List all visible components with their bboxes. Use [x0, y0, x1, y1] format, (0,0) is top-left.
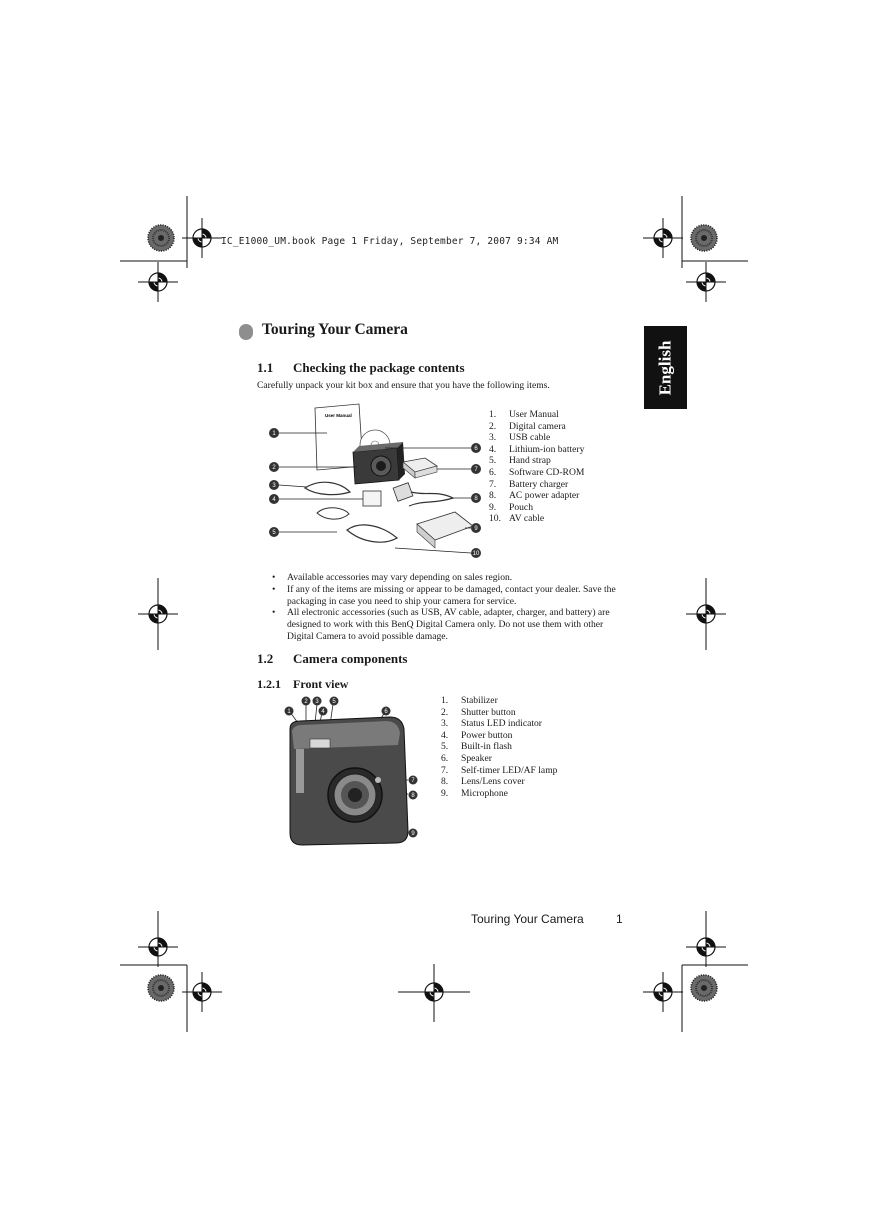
svg-text:7: 7	[411, 778, 415, 784]
list-item: 7.Self-timer LED/AF lamp	[441, 764, 558, 776]
list-item: 8.Lens/Lens cover	[441, 776, 525, 788]
svg-text:9: 9	[474, 526, 478, 532]
file-header: IC_E1000_UM.book Page 1 Friday, Septembe…	[221, 236, 559, 247]
svg-text:6: 6	[384, 709, 388, 715]
ac-adapter-image	[392, 482, 455, 507]
chapter-title: Touring Your Camera	[262, 321, 408, 338]
svg-text:1: 1	[287, 709, 291, 715]
list-item: 8.AC power adapter	[489, 490, 580, 502]
list-item: 1.User Manual	[489, 409, 559, 420]
svg-text:10: 10	[473, 551, 480, 557]
av-cable-image	[346, 524, 399, 543]
svg-text:5: 5	[332, 699, 336, 705]
list-item: 4.Lithium-ion battery	[489, 443, 585, 455]
note-item: All electronic accessories (such as USB,…	[270, 607, 632, 642]
svg-text:2: 2	[304, 699, 308, 705]
list-item: 2.Digital camera	[489, 420, 566, 432]
svg-text:2: 2	[272, 465, 276, 471]
list-item: 6.Software CD-ROM	[489, 466, 585, 478]
list-item: 3.USB cable	[489, 432, 551, 444]
svg-text:3: 3	[272, 483, 276, 489]
chapter-bullet-icon	[239, 324, 253, 340]
manual-cover-text: User Manual	[325, 413, 352, 418]
svg-text:1: 1	[272, 431, 276, 437]
package-contents-list: 1.User Manual 2.Digital camera 3.USB cab…	[489, 409, 584, 525]
svg-text:3: 3	[315, 699, 319, 705]
list-item: 7.Battery charger	[489, 478, 569, 490]
svg-text:8: 8	[411, 793, 415, 799]
list-item: 9.Microphone	[441, 787, 508, 799]
pouch-image	[416, 511, 474, 549]
note-item: If any of the items are missing or appea…	[270, 584, 632, 608]
language-tab-label: English	[655, 340, 675, 395]
battery-charger-image	[402, 457, 438, 479]
package-contents-illustration: User Manual	[269, 403, 481, 558]
camera-front-image	[289, 716, 409, 846]
note-item: Available accessories may vary depending…	[270, 572, 632, 584]
svg-text:4: 4	[321, 709, 325, 715]
svg-text:6: 6	[474, 446, 478, 452]
list-item: 5.Built-in flash	[441, 741, 512, 753]
front-view-illustration: 1 2 3 4 5 6 7 8 9	[284, 696, 418, 846]
hand-strap-image	[316, 507, 350, 520]
front-view-list: 1.Stabilizer 2.Shutter button 3.Status L…	[441, 695, 557, 799]
footer-title: Touring Your Camera	[471, 912, 584, 926]
usb-cable-image	[303, 481, 352, 496]
language-tab	[644, 326, 687, 409]
svg-text:4: 4	[272, 497, 276, 503]
section-intro: Carefully unpack your kit box and ensure…	[257, 380, 550, 391]
package-notes: Available accessories may vary depending…	[270, 572, 632, 643]
battery-image	[362, 490, 382, 507]
list-item: 3.Status LED indicator	[441, 718, 542, 730]
list-item: 10.AV cable	[489, 513, 545, 525]
list-item: 6.Speaker	[441, 752, 492, 764]
svg-text:9: 9	[411, 831, 415, 837]
list-item: 2.Shutter button	[441, 706, 516, 718]
svg-text:7: 7	[474, 467, 478, 473]
svg-text:8: 8	[474, 496, 478, 502]
list-item: 4.Power button	[441, 729, 513, 741]
list-item: 1.Stabilizer	[441, 695, 498, 706]
page-number: 1	[616, 912, 623, 926]
svg-text:5: 5	[272, 530, 276, 536]
list-item: 5.Hand strap	[489, 455, 551, 467]
digital-camera-image	[352, 442, 405, 485]
list-item: 9.Pouch	[489, 501, 533, 513]
